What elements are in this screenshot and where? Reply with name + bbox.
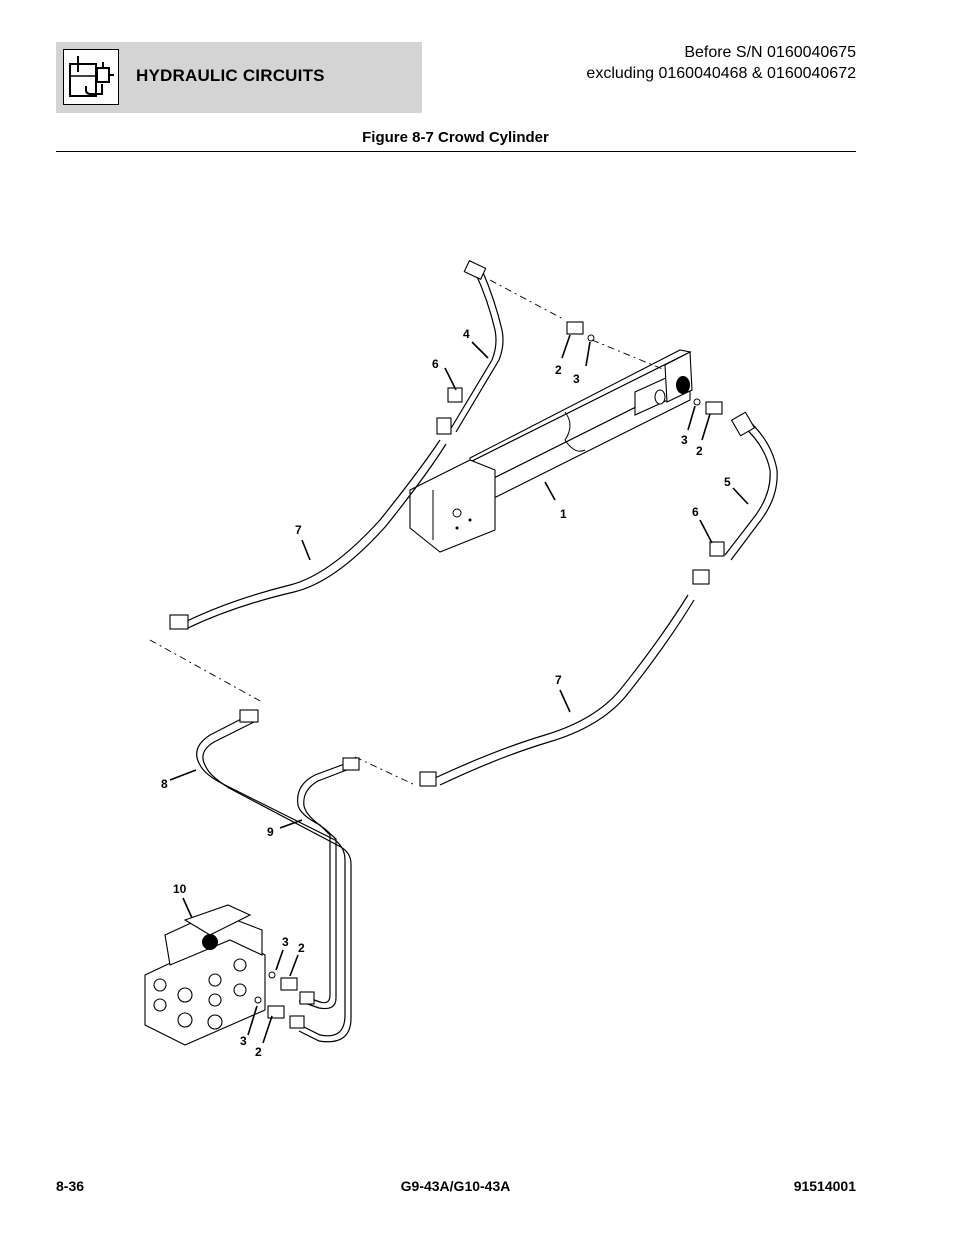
callout-1: 1 [560,507,567,521]
callout-2a: 2 [555,363,562,377]
callout-7a: 7 [295,523,302,537]
hose-7-left [184,439,441,623]
document-number: 91514001 [793,1178,856,1194]
clamp-6b [709,541,725,557]
tube-9 [297,761,351,1004]
callout-10: 10 [173,882,187,896]
page-number: 8-36 [56,1178,85,1194]
hose-4 [449,271,497,431]
callout-4: 4 [463,327,470,341]
section-title: HYDRAULIC CIRCUITS [136,66,325,85]
crowd-cylinder-assembly [409,349,693,553]
hose-5 [724,424,771,556]
callout-2c: 2 [298,941,305,955]
hydraulic-reservoir-icon [63,49,119,105]
callout-6b: 6 [692,505,699,519]
model-number: G9-43A/G10-43A [400,1178,511,1194]
callout-8: 8 [161,777,168,791]
clamp-6a [447,387,463,403]
serial-number-note: Before S/N 0160040675 excluding 01600404… [586,42,856,84]
callout-6a: 6 [432,357,439,371]
callout-7b: 7 [555,673,562,687]
control-valve-10 [144,904,266,1046]
callout-3d: 3 [240,1034,247,1048]
serial-line-1: Before S/N 0160040675 [684,44,856,61]
callout-9: 9 [267,825,274,839]
fitting-2b [705,401,723,415]
serial-line-2: excluding 0160040468 & 0160040672 [586,65,856,82]
tube-8 [196,711,346,1037]
section-header-block: HYDRAULIC CIRCUITS [56,42,422,113]
header-divider [56,151,856,152]
callout-2d: 2 [255,1045,262,1059]
figure-caption: Figure 8-7 Crowd Cylinder [362,129,549,146]
callout-2b: 2 [696,444,703,458]
callout-3c: 3 [282,935,289,949]
callout-3b: 3 [681,433,688,447]
fitting-2a [566,321,584,335]
hose-7-right [434,594,689,779]
callout-5: 5 [724,475,731,489]
callout-3a: 3 [573,372,580,386]
